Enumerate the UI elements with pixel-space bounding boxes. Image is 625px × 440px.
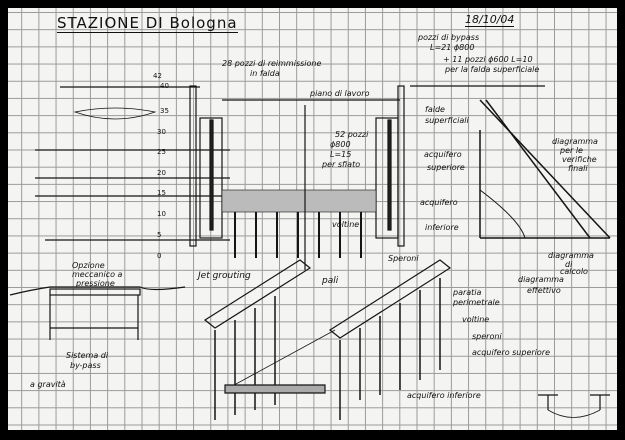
pressure-diagram	[479, 99, 611, 239]
label-jet-grouting: Jet grouting	[198, 271, 251, 281]
label-work-plane: piano di lavoro	[310, 89, 370, 98]
label-lower-aquifer: acquifero	[420, 198, 458, 207]
label-diagram-eff-2: effettivo	[527, 286, 561, 295]
label-speroni-2: speroni	[472, 332, 502, 341]
label-option-mech-3: pressione	[76, 279, 115, 288]
label-bypass-system: Sistema di	[66, 351, 109, 360]
label-diagram-final-3: verifiche	[562, 155, 597, 164]
label-speroni: Speroni	[388, 254, 419, 263]
grid-paper	[8, 8, 617, 430]
scale-tick: 42	[153, 72, 162, 80]
date: 18/10/04	[465, 13, 515, 27]
scale-tick: 30	[157, 128, 166, 136]
label-extra-wells: + 11 pozzi ϕ600 L=10	[443, 55, 533, 64]
label-voltine: voltine	[332, 220, 360, 229]
label-vent-wells-3: L=15	[330, 150, 352, 159]
label-voltine-2: voltine	[462, 315, 490, 324]
scale-tick: 20	[157, 169, 166, 177]
scale-tick: 25	[157, 148, 166, 156]
label-lower-aquifer-persp: acquifero inferiore	[407, 391, 481, 400]
label-bypass-system-2: by-pass	[70, 361, 101, 370]
label-option-mech: Opzione	[72, 261, 105, 270]
label-extra-wells-2: per la falda superficiale	[445, 65, 540, 74]
label-reinjection-wells: 28 pozzi di reimmissione	[222, 59, 322, 68]
scale-tick: 15	[157, 189, 166, 197]
label-upper-aquifer-2: superiore	[427, 163, 465, 172]
label-pali: pali	[322, 276, 339, 286]
cross-section	[35, 85, 545, 270]
label-vent-wells-2: ϕ800	[330, 140, 351, 149]
scale-tick: 5	[157, 231, 162, 239]
label-paratia-2: perimetrale	[453, 298, 500, 307]
label-upper-aquifer-persp: acquifero superiore	[472, 348, 550, 357]
perspective-view	[203, 259, 452, 420]
label-diagram-final-4: finali	[568, 164, 588, 173]
scale-tick: 0	[157, 252, 162, 260]
label-diagram-eff: diagramma	[518, 275, 564, 284]
label-option-mech-2: meccanico a	[72, 270, 123, 279]
page-title: STAZIONE DI Bologna	[57, 14, 238, 33]
scale-tick: 40	[160, 82, 169, 90]
scale-tick: 10	[157, 210, 166, 218]
label-diagram-calc-3: calcolo	[560, 267, 588, 276]
label-surface-aquifer: falde	[425, 105, 445, 114]
strut-icons	[538, 394, 610, 418]
label-surface-aquifer-2: superficiali	[425, 116, 469, 125]
bypass-section	[9, 286, 186, 340]
label-vent-wells-4: per sfiato	[322, 160, 361, 169]
scale-tick: 35	[160, 107, 169, 115]
label-upper-aquifer: acquifero	[424, 150, 462, 159]
label-diagram-final: diagramma	[552, 137, 598, 146]
label-bypass-wells-2: L=21 ϕ800	[430, 43, 475, 52]
label-diagram-calc-2: di	[565, 260, 573, 269]
label-diagram-final-2: per le	[560, 146, 583, 155]
label-lower-aquifer-2: inferiore	[425, 223, 459, 232]
label-paratia: paratia	[453, 288, 482, 297]
label-gravity: a gravità	[30, 380, 66, 389]
label-reinjection-wells-2: in falda	[250, 69, 280, 78]
label-diagram-calc: diagramma	[548, 251, 594, 260]
label-bypass-wells: pozzi di bypass	[418, 33, 480, 42]
label-vent-wells: 52 pozzi	[335, 130, 369, 139]
